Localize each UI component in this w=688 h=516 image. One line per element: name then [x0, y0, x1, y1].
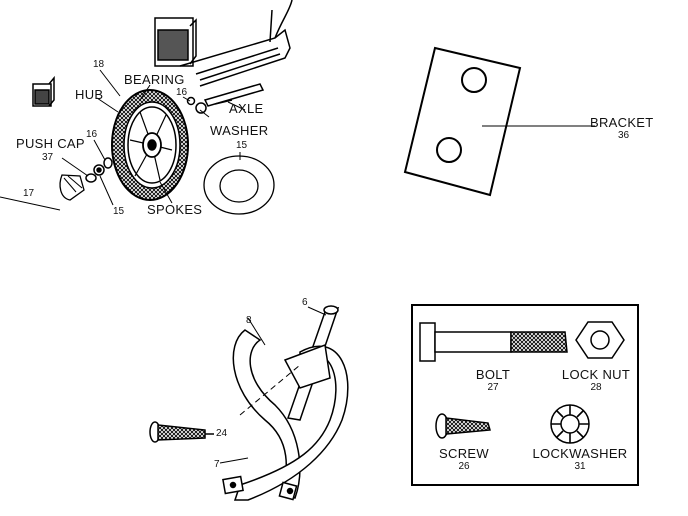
label-24: 24 — [216, 428, 228, 439]
label-7: 7 — [214, 459, 220, 470]
label-15-washer: 15 — [236, 140, 248, 151]
label-27: 27 — [487, 382, 499, 393]
washer-16-axle — [195, 102, 207, 114]
label-36: 36 — [618, 130, 630, 141]
lockwasher-31 — [550, 404, 590, 444]
label-axle: AXLE — [229, 101, 264, 116]
wheel-assembly — [0, 0, 293, 215]
deck-fragment — [154, 0, 293, 87]
bolt-27 — [419, 322, 568, 362]
label-8: 8 — [246, 315, 252, 326]
wheel-leaders — [0, 69, 246, 211]
label-lockwasher: LOCKWASHER — [532, 446, 628, 461]
label-screw: SCREW — [439, 446, 489, 461]
label-hub: HUB — [75, 87, 104, 102]
label-28: 28 — [590, 382, 602, 393]
push-cap — [32, 75, 113, 201]
label-16-axle: 16 — [176, 87, 188, 98]
label-16-cap: 16 — [86, 129, 98, 140]
label-washer: WASHER — [210, 123, 269, 138]
hardware-box — [411, 304, 639, 486]
label-spokes: SPOKES — [147, 202, 203, 217]
label-bolt: BOLT — [475, 367, 511, 382]
locknut-28 — [575, 321, 625, 359]
label-31: 31 — [574, 461, 586, 472]
label-6: 6 — [302, 297, 308, 308]
label-bracket: BRACKET — [590, 115, 654, 130]
handle-assembly — [149, 305, 349, 501]
screw-24 — [149, 421, 214, 443]
axle-part — [203, 83, 265, 107]
label-26: 26 — [458, 461, 470, 472]
label-37: 37 — [42, 152, 54, 163]
label-17: 17 — [23, 188, 35, 199]
wheel — [111, 89, 189, 201]
bracket-36 — [403, 46, 595, 197]
label-15-bottom: 15 — [113, 206, 125, 217]
washer-15 — [203, 155, 275, 215]
label-locknut: LOCK NUT — [561, 367, 631, 382]
label-18: 18 — [93, 59, 105, 70]
label-push-cap: PUSH CAP — [16, 136, 85, 151]
label-bearing: BEARING — [124, 72, 185, 87]
screw-26 — [435, 413, 491, 439]
